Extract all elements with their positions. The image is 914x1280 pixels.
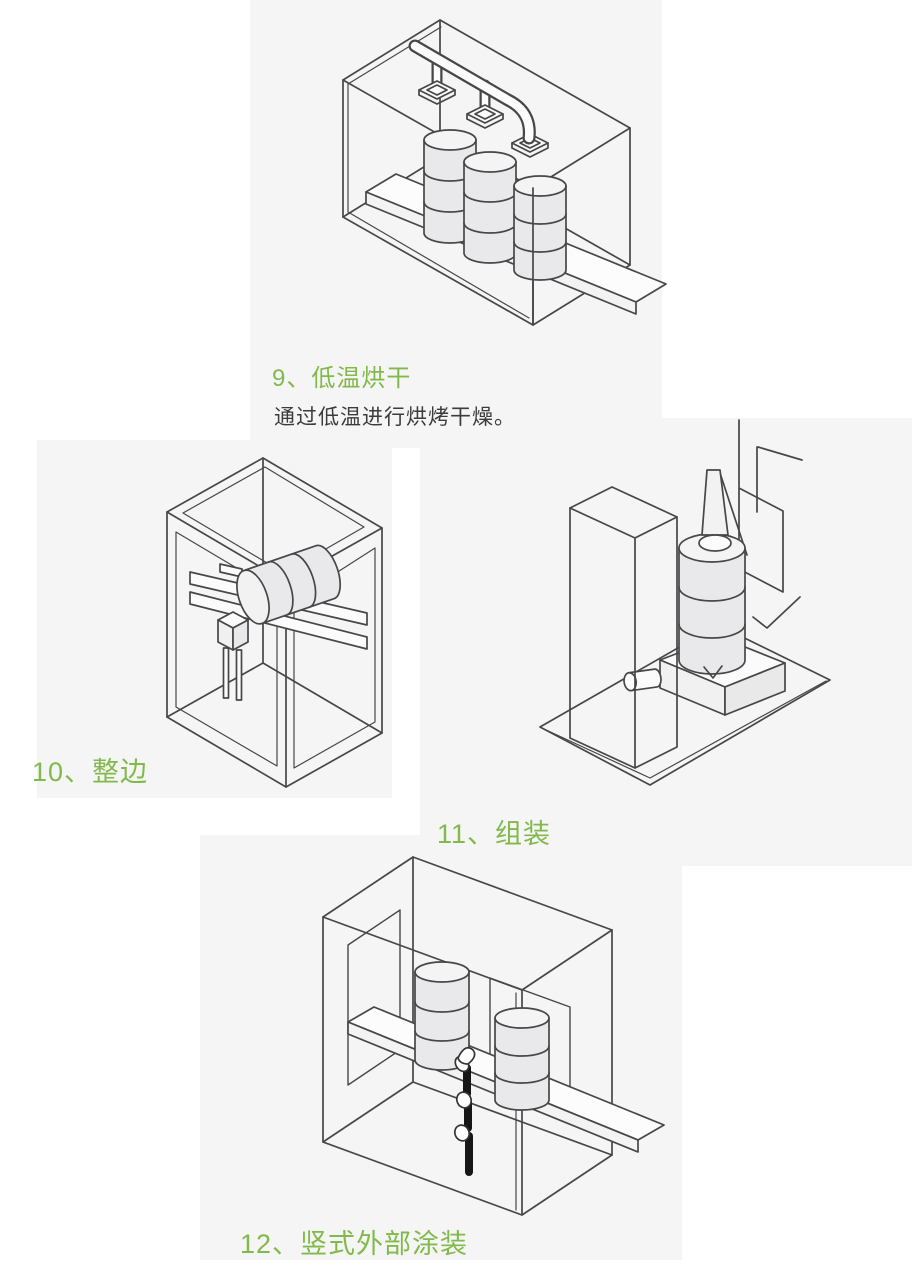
spray-nozzle [457, 1046, 476, 1065]
drum-cylinder-left [414, 961, 470, 1071]
step-12-title: 12、竖式外部涂装 [240, 1229, 469, 1259]
figure-vertical-spray-painting-booth [322, 856, 665, 1216]
step-9-description: 通过低温进行烘烤干燥。 [274, 406, 516, 429]
horizontal-drum [236, 544, 342, 625]
step-10-title: 10、整边 [32, 757, 149, 787]
ground-outline [539, 624, 831, 786]
duct-pipe [408, 39, 536, 145]
step-9-title: 9、低温烘干 [272, 365, 412, 392]
figure-low-temperature-drying-oven [342, 19, 667, 326]
drum-cylinder-3 [513, 175, 567, 281]
panel-step-11 [420, 418, 912, 866]
drum-cylinder-1 [423, 129, 477, 244]
column-cabinet [569, 486, 678, 769]
background-panels [719, 419, 803, 629]
figure-assembly-station [539, 419, 831, 786]
drum-cylinder-right [494, 1007, 550, 1111]
pipe-flange-1 [418, 80, 456, 105]
drum-cylinder-2 [463, 151, 517, 264]
step-11-title: 11、组装 [437, 819, 552, 849]
filler-drum [678, 469, 746, 679]
support-pedestal [217, 611, 249, 701]
pipe-flange-2 [466, 104, 504, 129]
funnel-neck [701, 469, 729, 536]
side-roller-cylinder [623, 668, 662, 692]
figure-edge-trimming-machine [166, 457, 383, 788]
spray-wand [453, 1046, 476, 1176]
